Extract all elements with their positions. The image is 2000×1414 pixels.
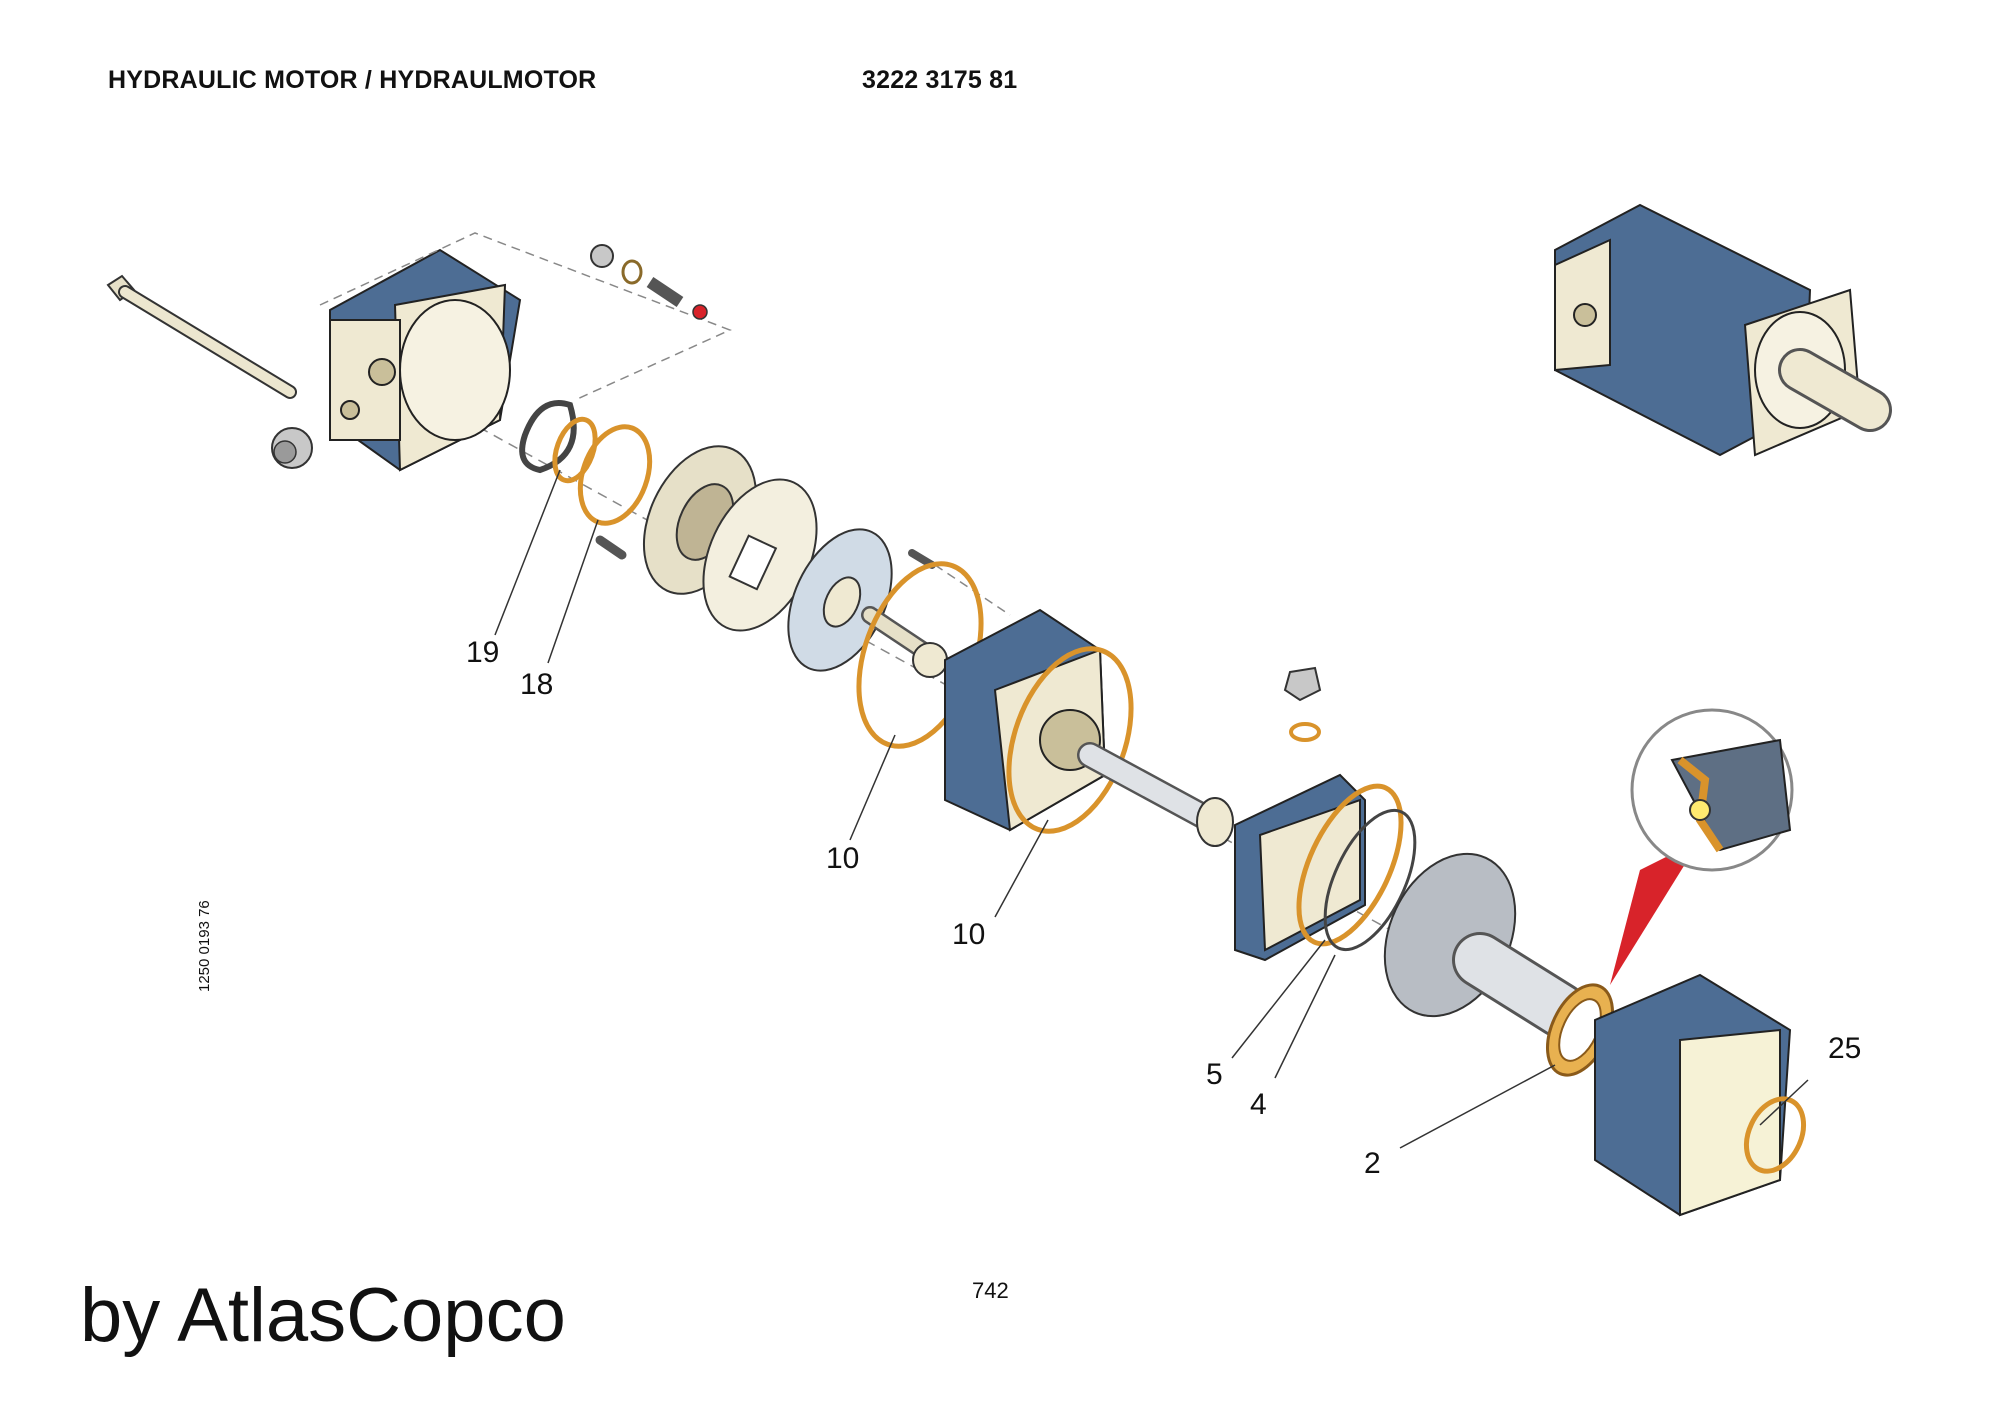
guide-line-2 — [934, 564, 1011, 616]
drain-plug — [1283, 666, 1322, 742]
o-ring-5 — [1296, 783, 1404, 947]
callout-4: 4 — [1250, 1088, 1267, 1121]
callout-25: 25 — [1828, 1032, 1862, 1065]
output-shaft — [1383, 852, 1588, 1038]
brand-watermark: by AtlasCopco — [80, 1273, 566, 1358]
pin-1 — [595, 535, 627, 560]
assembled-motor-view — [1554, 203, 1892, 457]
check-valve-parts — [590, 244, 708, 320]
backup-ring-4 — [1323, 808, 1417, 952]
page-number: 742 — [972, 1278, 1009, 1303]
o-ring-25 — [1743, 1096, 1807, 1174]
page-title: HYDRAULIC MOTOR / HYDRAULMOTOR — [108, 66, 597, 94]
valve-plate — [787, 528, 893, 672]
valve-guide-frame — [319, 232, 732, 401]
callout-10-right: 10 — [952, 918, 986, 951]
seal-19 — [519, 400, 577, 474]
rear-cover-housing — [329, 248, 522, 472]
callout-19: 19 — [466, 636, 500, 669]
detail-pointer — [1610, 840, 1700, 985]
callout-18: 18 — [520, 668, 554, 701]
gear-set-housing — [944, 608, 1107, 832]
front-flange — [1594, 973, 1792, 1217]
plug-nut — [271, 427, 313, 469]
seal-detail-section — [1670, 738, 1792, 853]
splined-shaft — [1077, 742, 1234, 847]
drawing-reference-number: 1250 0193 76 — [196, 900, 213, 992]
distributor-plate — [702, 478, 818, 632]
callout-10-left: 10 — [826, 842, 860, 875]
callout-5: 5 — [1206, 1058, 1223, 1091]
bolt — [106, 274, 297, 399]
callout-2: 2 — [1364, 1147, 1381, 1180]
pin-2 — [908, 549, 936, 569]
o-ring-19 — [552, 416, 598, 484]
leader-lines — [494, 469, 1809, 1149]
part-number: 3222 3175 81 — [862, 66, 1018, 94]
cardan-shaft — [861, 606, 948, 678]
bearing-housing — [1234, 773, 1366, 962]
